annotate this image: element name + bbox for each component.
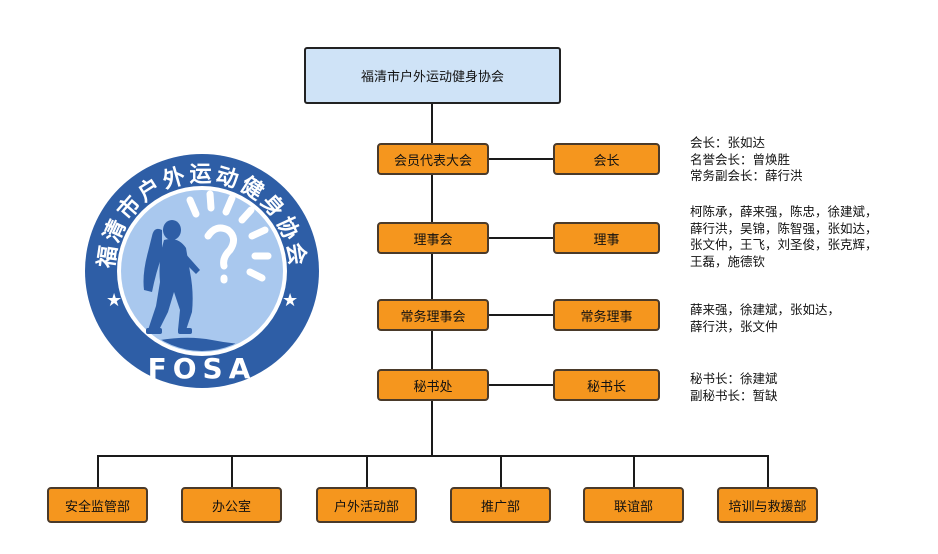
- note-line: 薛行洪，吴锦，陈智强，张如达，: [690, 220, 878, 236]
- note-line: 王磊，施德钦: [690, 253, 766, 269]
- dept-promotion: 推广部: [450, 487, 551, 523]
- note-line: 柯陈承，薛来强，陈忠，徐建斌，: [690, 204, 878, 219]
- member-congress-box: 会员代表大会: [377, 143, 489, 175]
- standing-director-note: 薛来强，徐建斌，张如达， 薛行洪，张文仲: [690, 302, 840, 335]
- connector-row1: [488, 158, 554, 160]
- standing-director-box: 常务理事: [553, 299, 660, 331]
- connector-row2: [488, 237, 554, 239]
- dept-drop-3: [366, 455, 368, 488]
- dept-training-rescue: 培训与救援部: [717, 487, 818, 523]
- dept-drop-1: [97, 455, 99, 488]
- sun-icon: [186, 190, 272, 284]
- note-line: 秘书长：徐建斌: [690, 371, 778, 386]
- dept-drop-2: [231, 455, 233, 488]
- dept-liaison: 联谊部: [583, 487, 684, 523]
- hiker-icon: [143, 220, 200, 334]
- note-line: 常务副会长：薛行洪: [690, 168, 803, 183]
- director-note: 柯陈承，薛来强，陈忠，徐建斌， 薛行洪，吴锦，陈智强，张如达， 张文仲，王飞，刘…: [690, 204, 878, 270]
- dept-drop-5: [633, 455, 635, 488]
- note-line: 薛行洪，张文仲: [690, 318, 778, 334]
- logo-star-left: ★: [106, 290, 122, 311]
- dept-outdoor-activities: 户外活动部: [316, 487, 417, 523]
- note-line: 张文仲，王飞，刘圣俊，张克辉，: [690, 237, 878, 252]
- fosa-logo-emblem: 福清市户外运动健身协会 ★ ★ FOSA: [85, 154, 319, 388]
- standing-council-box: 常务理事会: [377, 299, 489, 331]
- director-box: 理事: [553, 222, 660, 254]
- note-line: 会长：张如达: [690, 135, 766, 150]
- president-note: 会长：张如达 名誉会长：曾焕胜 常务副会长：薛行洪: [690, 135, 803, 185]
- connector-row4: [488, 384, 554, 386]
- association-title-box: 福清市户外运动健身协会: [304, 47, 561, 104]
- note-line: 副秘书长：暂缺: [690, 387, 778, 403]
- note-line: 薛来强，徐建斌，张如达，: [690, 302, 841, 317]
- secretariat-box: 秘书处: [377, 369, 489, 401]
- dept-safety-supervision: 安全监管部: [47, 487, 148, 523]
- logo-abbreviation: FOSA: [148, 352, 257, 385]
- president-box: 会长: [553, 143, 660, 175]
- department-bus-line: [97, 455, 769, 457]
- dept-drop-6: [767, 455, 769, 488]
- logo-star-right: ★: [282, 290, 298, 311]
- main-trunk-line: [431, 103, 433, 456]
- note-line: 名誉会长：曾焕胜: [690, 151, 791, 167]
- connector-row3: [488, 314, 554, 316]
- secretary-general-box: 秘书长: [553, 369, 660, 401]
- dept-drop-4: [500, 455, 502, 488]
- secretary-note: 秘书长：徐建斌 副秘书长：暂缺: [690, 371, 778, 404]
- council-box: 理事会: [377, 222, 489, 254]
- dept-office: 办公室: [181, 487, 282, 523]
